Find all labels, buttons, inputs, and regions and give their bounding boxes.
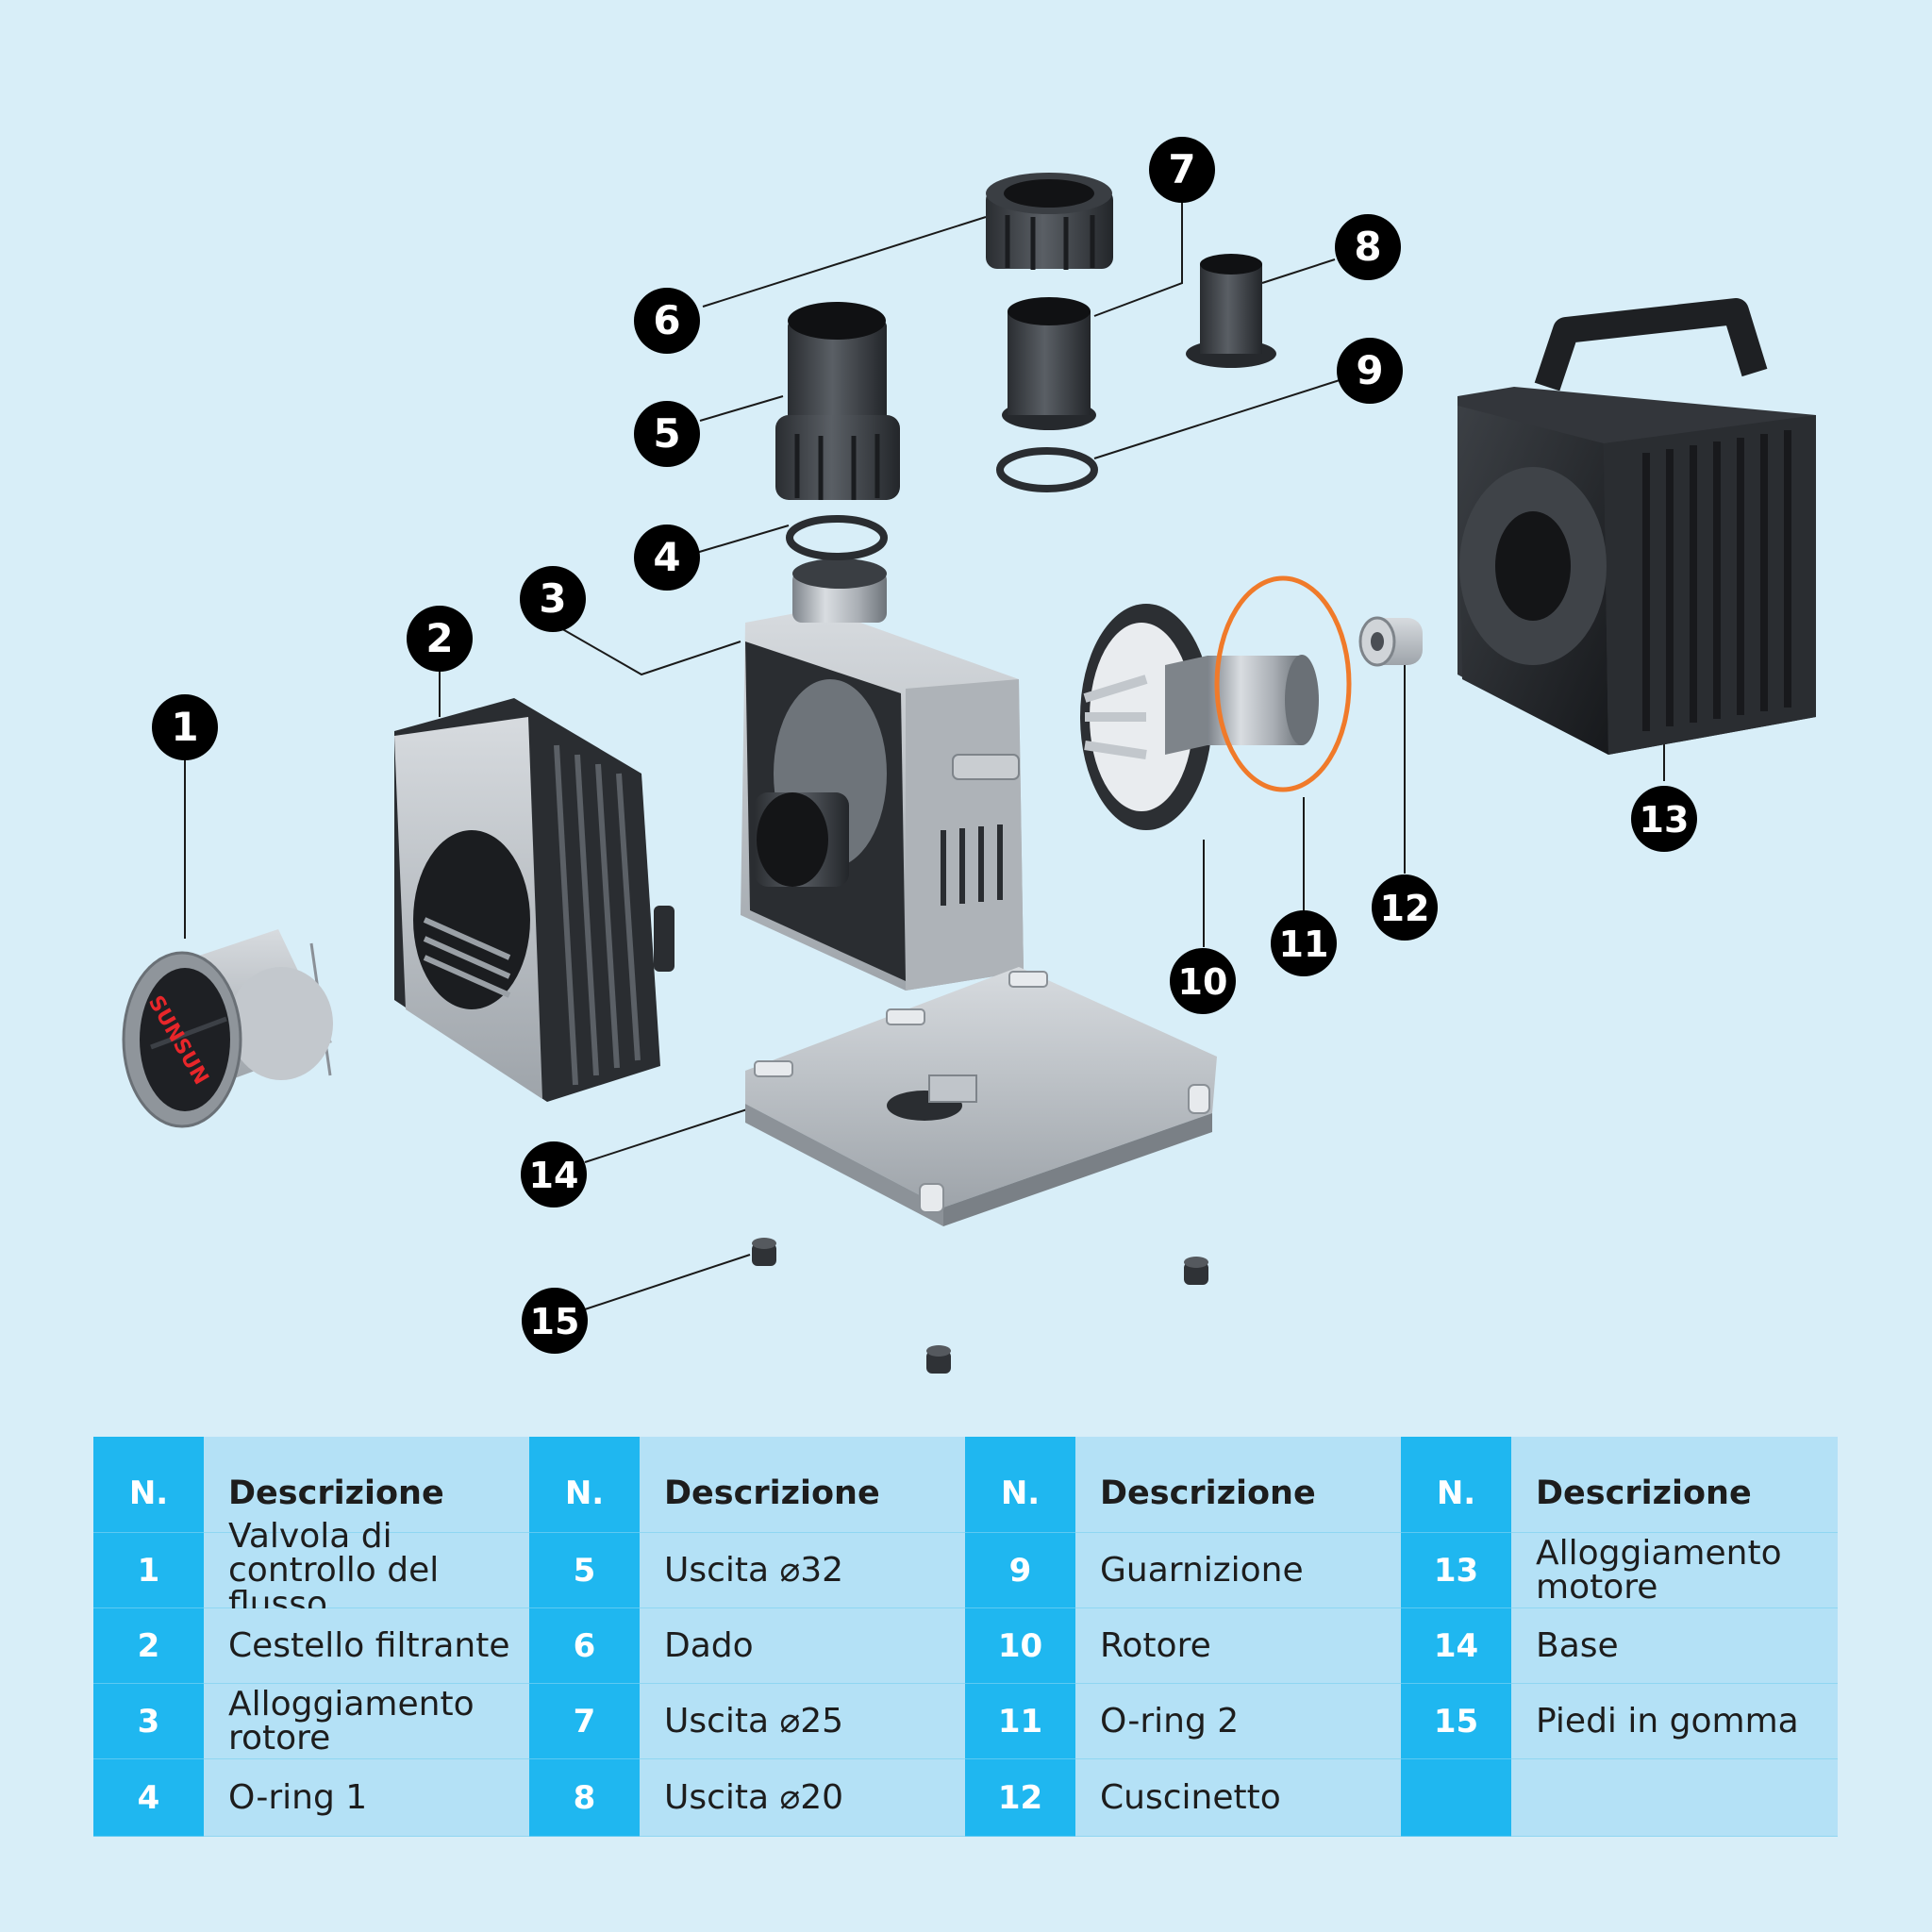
callout-number: 11 — [1279, 924, 1329, 965]
part-number: 9 — [965, 1533, 1075, 1608]
callout-badge — [1337, 338, 1403, 404]
nut — [986, 173, 1113, 270]
part-description: Uscita ⌀20 — [640, 1759, 965, 1837]
callout-number: 5 — [653, 410, 680, 457]
part-description: Uscita ⌀25 — [640, 1684, 965, 1759]
part-description: Valvola di controllo del flusso — [204, 1519, 529, 1621]
part-number — [1401, 1759, 1511, 1837]
callout-badge — [1631, 786, 1697, 852]
outlet-20 — [1186, 254, 1276, 368]
part-number: 6 — [529, 1608, 640, 1684]
part-number: 8 — [529, 1759, 640, 1837]
callout-number: 4 — [653, 534, 680, 580]
callout-badge — [152, 694, 218, 760]
outlet-25 — [1002, 297, 1096, 430]
part-number: 2 — [93, 1608, 204, 1684]
table-header-number: N. — [1401, 1437, 1511, 1533]
table-header-description: Descrizione — [1075, 1437, 1401, 1533]
table-header-number: N. — [529, 1437, 640, 1533]
callout-number: 1 — [171, 704, 198, 750]
table-header-number: N. — [93, 1437, 204, 1533]
part-number: 14 — [1401, 1608, 1511, 1684]
rubber-feet — [752, 1238, 1208, 1374]
table-header-number: N. — [965, 1437, 1075, 1533]
callout-badge — [1149, 137, 1215, 203]
callout-badge — [1170, 948, 1236, 1014]
callout-badge — [1372, 874, 1438, 941]
callout-number: 2 — [425, 615, 453, 661]
part-description: Cuscinetto — [1075, 1759, 1401, 1837]
part-description: Cestello filtrante — [204, 1608, 529, 1684]
part-number: 13 — [1401, 1533, 1511, 1608]
part-number: 12 — [965, 1759, 1075, 1837]
callout-number: 9 — [1356, 347, 1383, 393]
callout-badge — [520, 566, 586, 632]
rotor-housing — [741, 558, 1024, 991]
part-description: O-ring 1 — [204, 1759, 529, 1837]
table-header-description: Descrizione — [204, 1437, 529, 1533]
part-description: Piedi in gomma — [1511, 1684, 1838, 1759]
callout-badge — [1335, 214, 1401, 280]
callout-number: 3 — [539, 575, 566, 622]
part-description: Alloggiamento motore — [1511, 1533, 1838, 1608]
callout-number: 8 — [1354, 224, 1381, 270]
part-description: Rotore — [1075, 1608, 1401, 1684]
callout-badge — [522, 1288, 588, 1354]
motor-housing — [1457, 298, 1816, 755]
callout-badge — [407, 606, 473, 672]
part-number: 11 — [965, 1684, 1075, 1759]
part-description: Uscita ⌀32 — [640, 1533, 965, 1608]
callout-badge — [521, 1141, 587, 1208]
part-number: 7 — [529, 1684, 640, 1759]
part-description: Dado — [640, 1608, 965, 1684]
callout-number: 6 — [653, 297, 680, 343]
part-number: 4 — [93, 1759, 204, 1837]
part-description: Base — [1511, 1608, 1838, 1684]
part-description: Guarnizione — [1075, 1533, 1401, 1608]
exploded-pump-diagram: SUNSUN — [122, 137, 1816, 1374]
part-number: 15 — [1401, 1684, 1511, 1759]
flow-control-valve: SUNSUN — [122, 929, 333, 1128]
leader-lines — [184, 202, 1665, 1310]
part-description: O-ring 2 — [1075, 1684, 1401, 1759]
rotor — [1080, 604, 1319, 830]
callout-number: 10 — [1178, 961, 1228, 1003]
filter-basket — [394, 698, 675, 1102]
part-number: 1 — [93, 1533, 204, 1608]
part-description: Alloggiamento rotore — [204, 1684, 529, 1759]
outlet-32 — [775, 302, 900, 500]
part-number: 3 — [93, 1684, 204, 1759]
table-header-description: Descrizione — [640, 1437, 965, 1533]
callout-number: 14 — [529, 1155, 579, 1196]
part-description — [1511, 1759, 1838, 1837]
o-ring-1 — [786, 515, 888, 560]
callout-badge — [1271, 910, 1337, 976]
callout-number: 15 — [530, 1301, 580, 1342]
bearing — [1358, 616, 1423, 667]
callout-number: 12 — [1380, 888, 1430, 929]
callout-number: 7 — [1168, 146, 1195, 192]
parts-table: N. Descrizione N. Descrizione N. Descriz… — [93, 1437, 1838, 1837]
base — [745, 967, 1217, 1226]
gasket — [996, 447, 1098, 492]
o-ring-2 — [1214, 575, 1352, 792]
table-header-description: Descrizione — [1511, 1437, 1838, 1533]
callout-badge — [634, 288, 700, 354]
callout-badge — [634, 401, 700, 467]
callout-badge — [634, 525, 700, 591]
callout-number: 13 — [1640, 799, 1690, 841]
part-number: 5 — [529, 1533, 640, 1608]
part-number: 10 — [965, 1608, 1075, 1684]
